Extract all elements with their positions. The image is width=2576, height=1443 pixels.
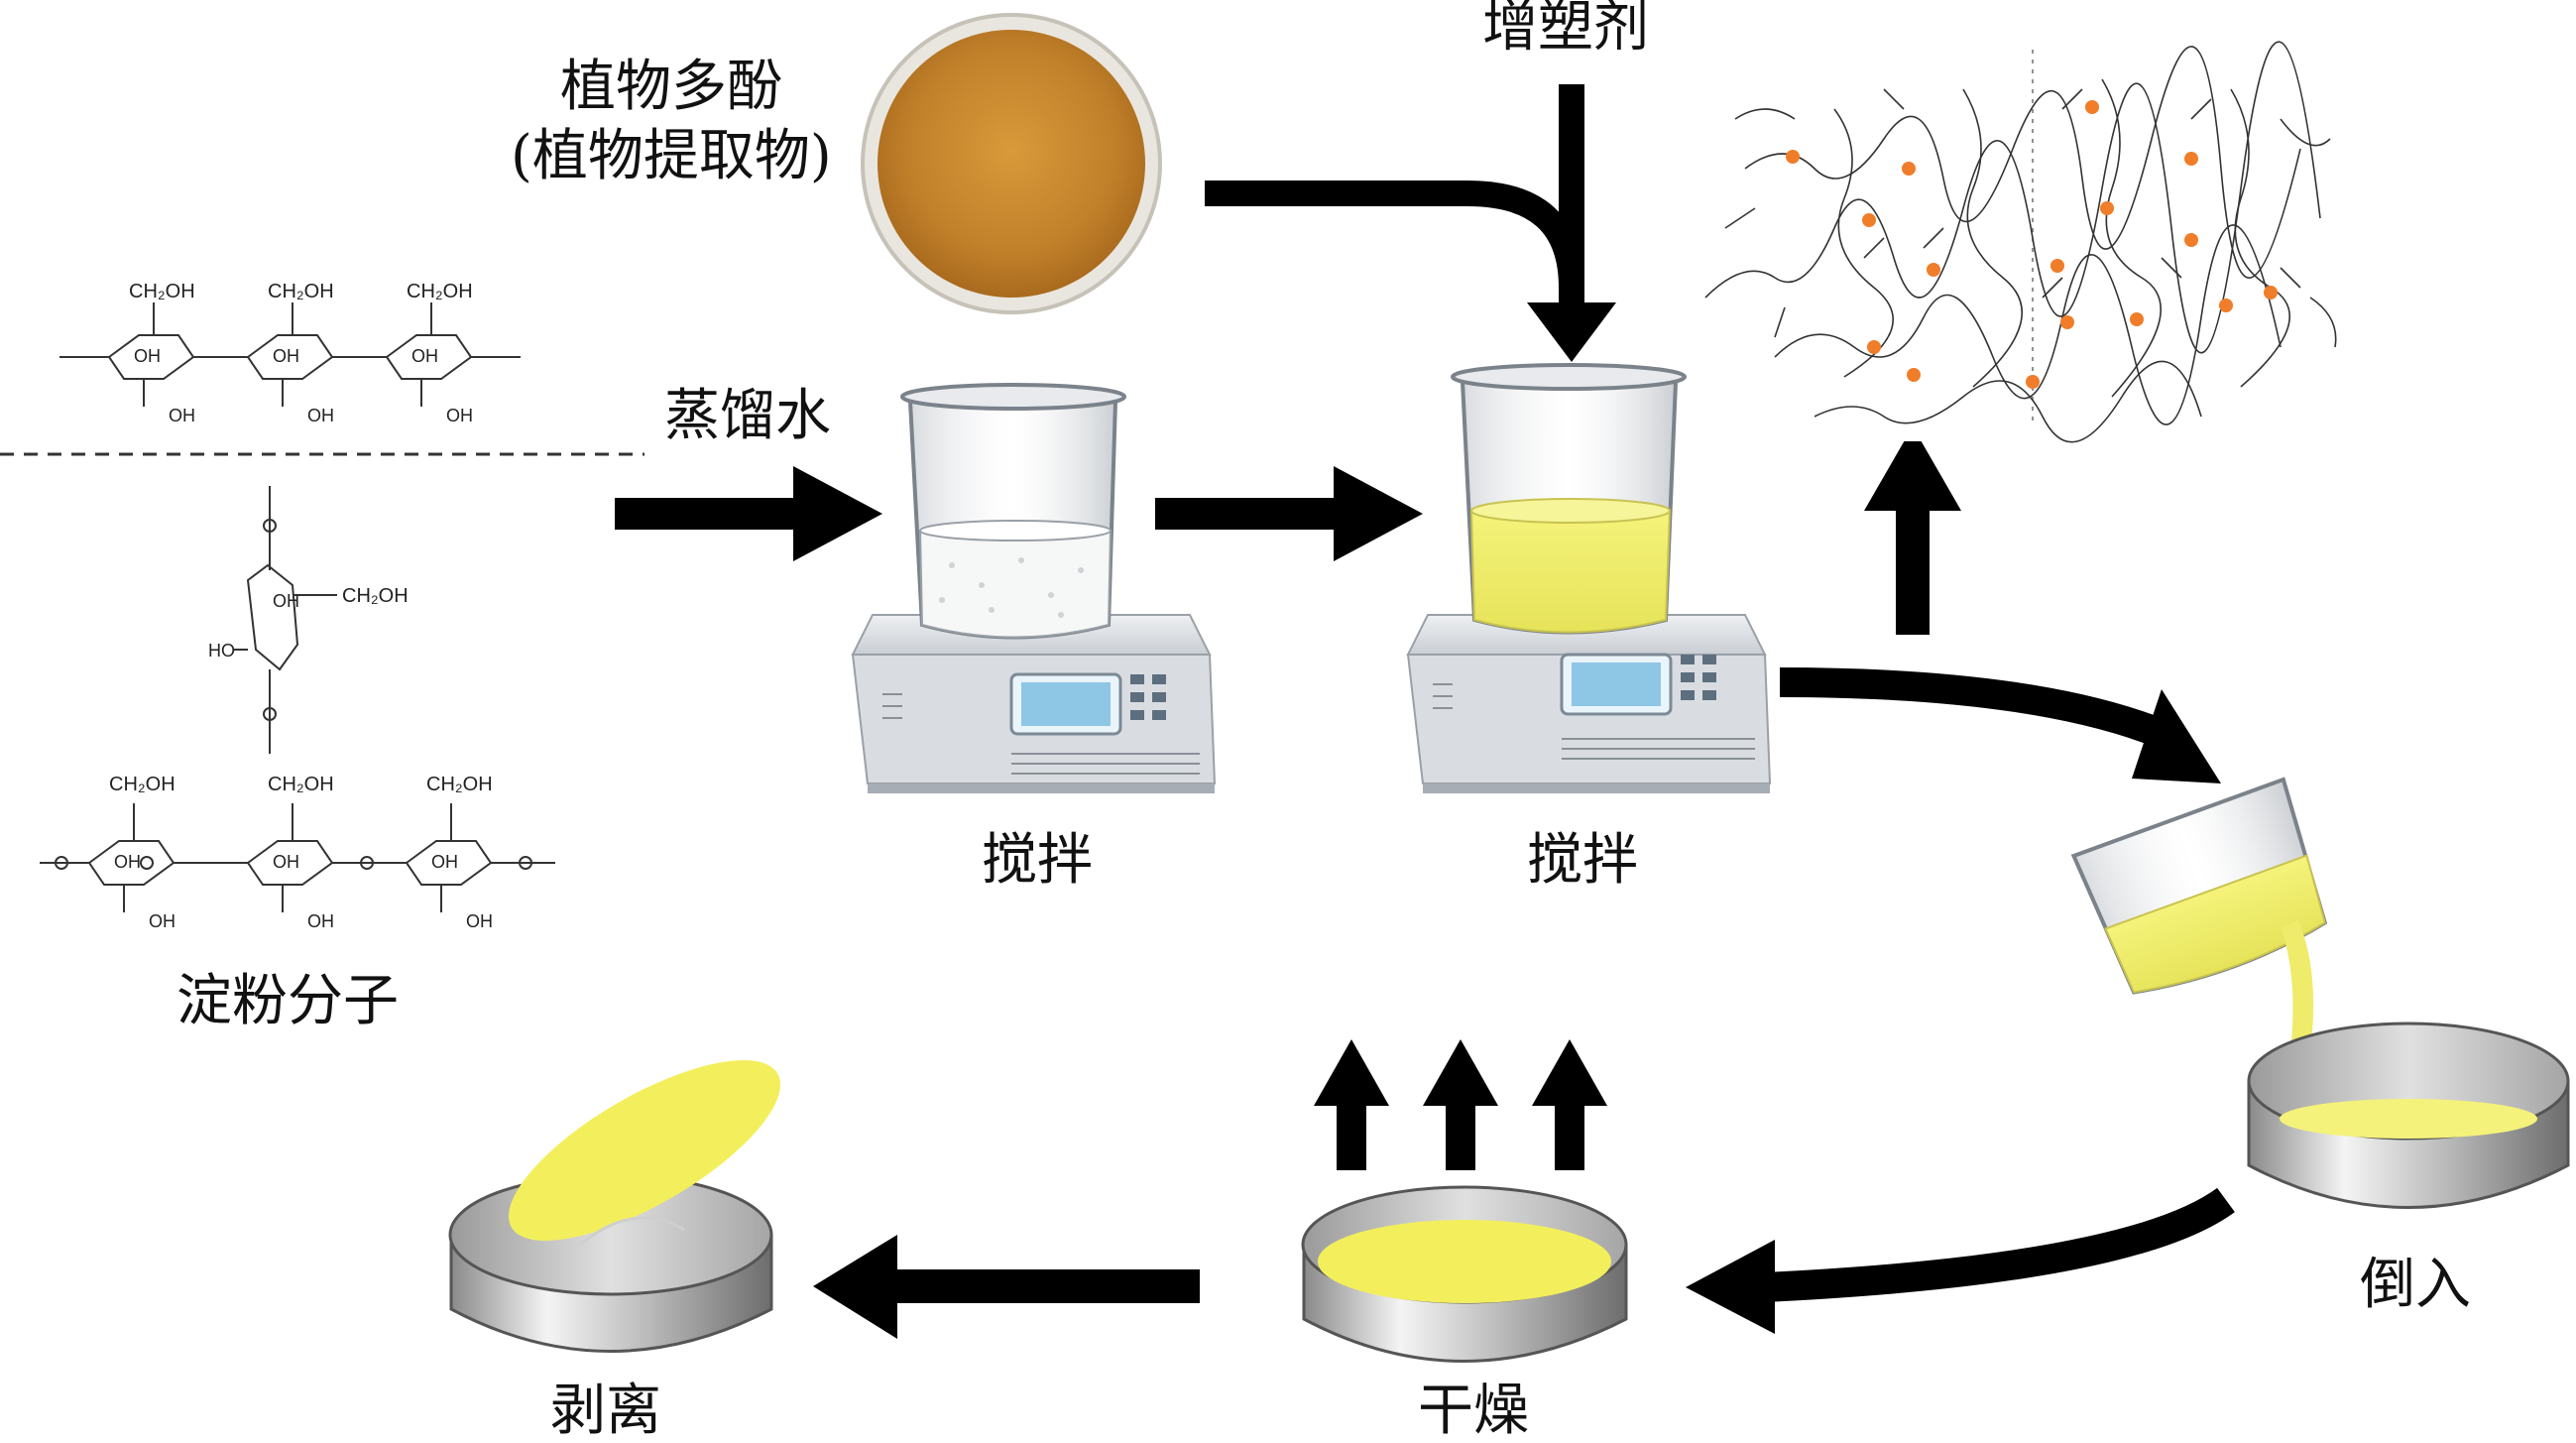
dry-arrow <box>1686 1187 2235 1334</box>
svg-text:OH: OH <box>114 852 141 872</box>
svg-text:OH: OH <box>273 591 299 611</box>
starch-amylose-labels: CH₂OH CH₂OH CH₂OH OH OH OH OH OH OH <box>129 281 473 425</box>
beaker-1 <box>900 383 1126 640</box>
water-arrow <box>615 466 882 561</box>
svg-text:OH: OH <box>411 346 438 366</box>
svg-text:OH: OH <box>446 406 473 425</box>
starch-label: 淀粉分子 <box>176 969 399 1033</box>
svg-text:OH: OH <box>307 911 334 931</box>
peeled-film <box>508 1060 781 1241</box>
stir-label-2: 搅拌 <box>1527 828 1638 893</box>
magnetic-stirrer-1 <box>851 614 1217 793</box>
polyphenol-sub-label: (植物提取物) <box>511 124 832 188</box>
svg-text:CH₂OH: CH₂OH <box>129 281 195 302</box>
peel-arrow <box>813 1235 1200 1339</box>
peel-label: 剥离 <box>550 1379 661 1443</box>
svg-text:OH: OH <box>134 346 161 366</box>
starch-amylopectin-structure <box>40 486 555 912</box>
svg-text:CH₂OH: CH₂OH <box>268 774 334 795</box>
plasticizer-label: 增塑剂 <box>1482 0 1649 60</box>
stir-label-1: 搅拌 <box>982 828 1093 893</box>
svg-text:OH: OH <box>149 911 176 931</box>
svg-text:CH₂OH: CH₂OH <box>342 585 409 607</box>
svg-text:OH: OH <box>466 911 493 931</box>
drying-vapor-arrows <box>1314 1039 1607 1170</box>
starch-amylopectin-labels: CH₂OH OH HO CH₂OH CH₂OH CH₂OH OH OH OH O… <box>109 585 493 931</box>
starch-amylose-structure <box>59 302 521 407</box>
svg-text:OH: OH <box>273 852 299 872</box>
polyphenol-arrow <box>1205 180 1584 289</box>
svg-text:OH: OH <box>307 406 334 425</box>
polyphenol-label: 植物多酚 <box>560 55 782 119</box>
svg-text:CH₂OH: CH₂OH <box>268 281 334 302</box>
polyphenol-powder-dish <box>861 13 1162 314</box>
petri-dish-dry <box>1301 1185 1628 1363</box>
stir-transfer-arrow <box>1155 466 1423 561</box>
pour-label: 倒入 <box>2360 1253 2471 1317</box>
pour-arrow <box>1779 667 2221 783</box>
svg-text:CH₂OH: CH₂OH <box>109 774 176 795</box>
svg-text:CH₂OH: CH₂OH <box>426 774 493 795</box>
dry-label: 干燥 <box>1418 1379 1529 1443</box>
svg-text:OH: OH <box>169 406 195 425</box>
svg-text:CH₂OH: CH₂OH <box>407 281 473 302</box>
polymer-network <box>1696 41 2350 443</box>
beaker-2 <box>1451 363 1687 635</box>
water-label: 蒸馏水 <box>664 384 831 448</box>
svg-text:HO: HO <box>208 641 235 661</box>
svg-text:OH: OH <box>273 346 299 366</box>
petri-dish-peel <box>448 1060 781 1353</box>
plasticizer-arrow <box>1527 84 1616 362</box>
magnetic-stirrer-2 <box>1406 614 1772 793</box>
network-up-arrow <box>1864 426 1961 635</box>
petri-dish-pour <box>2247 1022 2570 1209</box>
svg-text:OH: OH <box>431 852 458 872</box>
